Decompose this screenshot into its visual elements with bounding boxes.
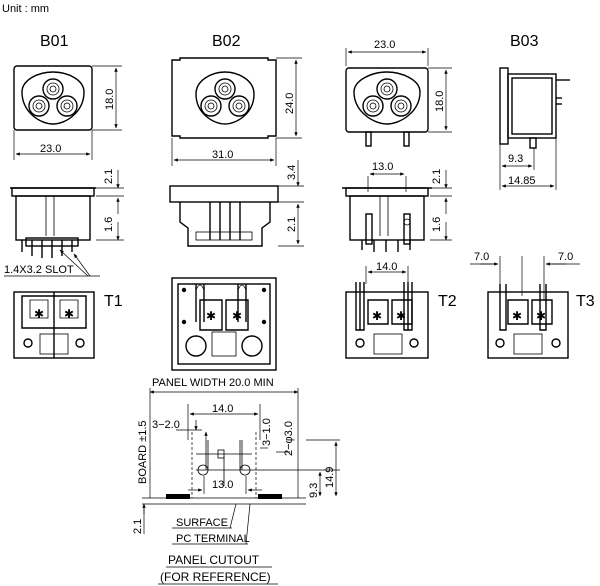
b02-side-top-dim: 3.4 xyxy=(286,165,298,180)
cutout-right-offset-dim: 3−1.0 xyxy=(261,418,273,446)
b03-depth-dim: 9.3 xyxy=(508,153,523,165)
svg-text:✱: ✱ xyxy=(536,309,546,323)
panel-cutout: PANEL WIDTH 20.0 MIN 14.0 BOARD ±1.5 3−2… xyxy=(132,377,340,585)
b02-side-bottom-dim: 2.1 xyxy=(286,217,298,232)
b02-width-dim: 31.0 xyxy=(212,149,233,161)
b01-side-top-dim: 2.1 xyxy=(103,169,115,184)
b02-front-view: B02 24.0 31.0 xyxy=(171,33,302,166)
t1-label: T1 xyxy=(104,293,123,310)
b03a-height-dim: 18.0 xyxy=(434,91,446,112)
b03a-pin-span-dim: 13.0 xyxy=(372,161,393,173)
b01-width-dim: 23.0 xyxy=(40,143,61,155)
t2-terminal-view: 14.0 ✱ ✱ T2 xyxy=(345,261,457,359)
b02-height-dim: 24.0 xyxy=(284,93,296,114)
t2-label: T2 xyxy=(438,293,457,310)
b03-front-view: 23.0 18.0 xyxy=(345,39,452,147)
b03a-side-top-dim: 2.1 xyxy=(431,169,443,184)
pc-terminal-label: PC TERMINAL xyxy=(176,533,250,545)
svg-text:✱: ✱ xyxy=(512,309,522,323)
board-label: BOARD ±1.5 xyxy=(137,420,149,484)
cutout-h2-dim: 14.9 xyxy=(324,467,336,488)
cutout-h1-dim: 9.3 xyxy=(308,483,320,498)
cutout-thickness-dim: 2.1 xyxy=(132,519,144,534)
unit-label: Unit : mm xyxy=(2,3,49,15)
t3-left-dim: 7.0 xyxy=(474,251,489,263)
surface-label: SURFACE xyxy=(176,517,228,529)
cutout-bottom-span-dim: 13.0 xyxy=(212,479,233,491)
svg-text:✱: ✱ xyxy=(232,309,242,323)
cutout-top-span-dim: 14.0 xyxy=(212,403,233,415)
b02-title: B02 xyxy=(212,33,241,50)
b03a-width-dim: 23.0 xyxy=(374,39,395,51)
b01-title: B01 xyxy=(40,33,69,50)
panel-width-label: PANEL WIDTH 20.0 MIN xyxy=(152,377,274,389)
b03a-side-bottom-dim: 1.6 xyxy=(431,217,443,232)
b03-side-view-mid: 13.0 2.1 1.6 xyxy=(342,161,452,252)
t3-right-dim: 7.0 xyxy=(558,251,573,263)
t3-label: T3 xyxy=(576,293,595,310)
t1-terminal-view: ✱ ✱ T1 xyxy=(13,291,123,359)
cutout-hole-dim: 2−φ3.0 xyxy=(283,421,295,456)
b03-title: B03 xyxy=(510,33,539,50)
b01-side-bottom-dim: 1.6 xyxy=(103,217,115,232)
cutout-caption: PANEL CUTOUT xyxy=(168,553,260,567)
svg-text:✱: ✱ xyxy=(206,309,216,323)
svg-text:✱: ✱ xyxy=(64,307,74,321)
b03-profile-view: B03 9.3 14.85 xyxy=(499,33,570,190)
svg-text:✱: ✱ xyxy=(396,309,406,323)
cutout-left-offset-dim: 3−2.0 xyxy=(152,419,180,431)
svg-text:✱: ✱ xyxy=(34,307,44,321)
b02-terminal-view: ✱ ✱ xyxy=(171,277,277,371)
b01-height-dim: 18.0 xyxy=(104,89,116,110)
b02-side-view: 3.4 2.1 xyxy=(169,160,304,247)
b01-front-view: B01 18.0 23.0 xyxy=(13,33,122,160)
t3-terminal-view: 7.0 7.0 ✱ ✱ T3 xyxy=(470,251,595,359)
b03-total-dim: 14.85 xyxy=(508,175,536,187)
cutout-caption-sub: (FOR REFERENCE) xyxy=(160,570,271,584)
b01-side-view: 2.1 1.6 1.4X3.2 SLOT xyxy=(4,169,124,277)
svg-text:✱: ✱ xyxy=(372,309,382,323)
b01-slot-label: 1.4X3.2 SLOT xyxy=(4,264,74,276)
t2-span-dim: 14.0 xyxy=(376,261,397,273)
